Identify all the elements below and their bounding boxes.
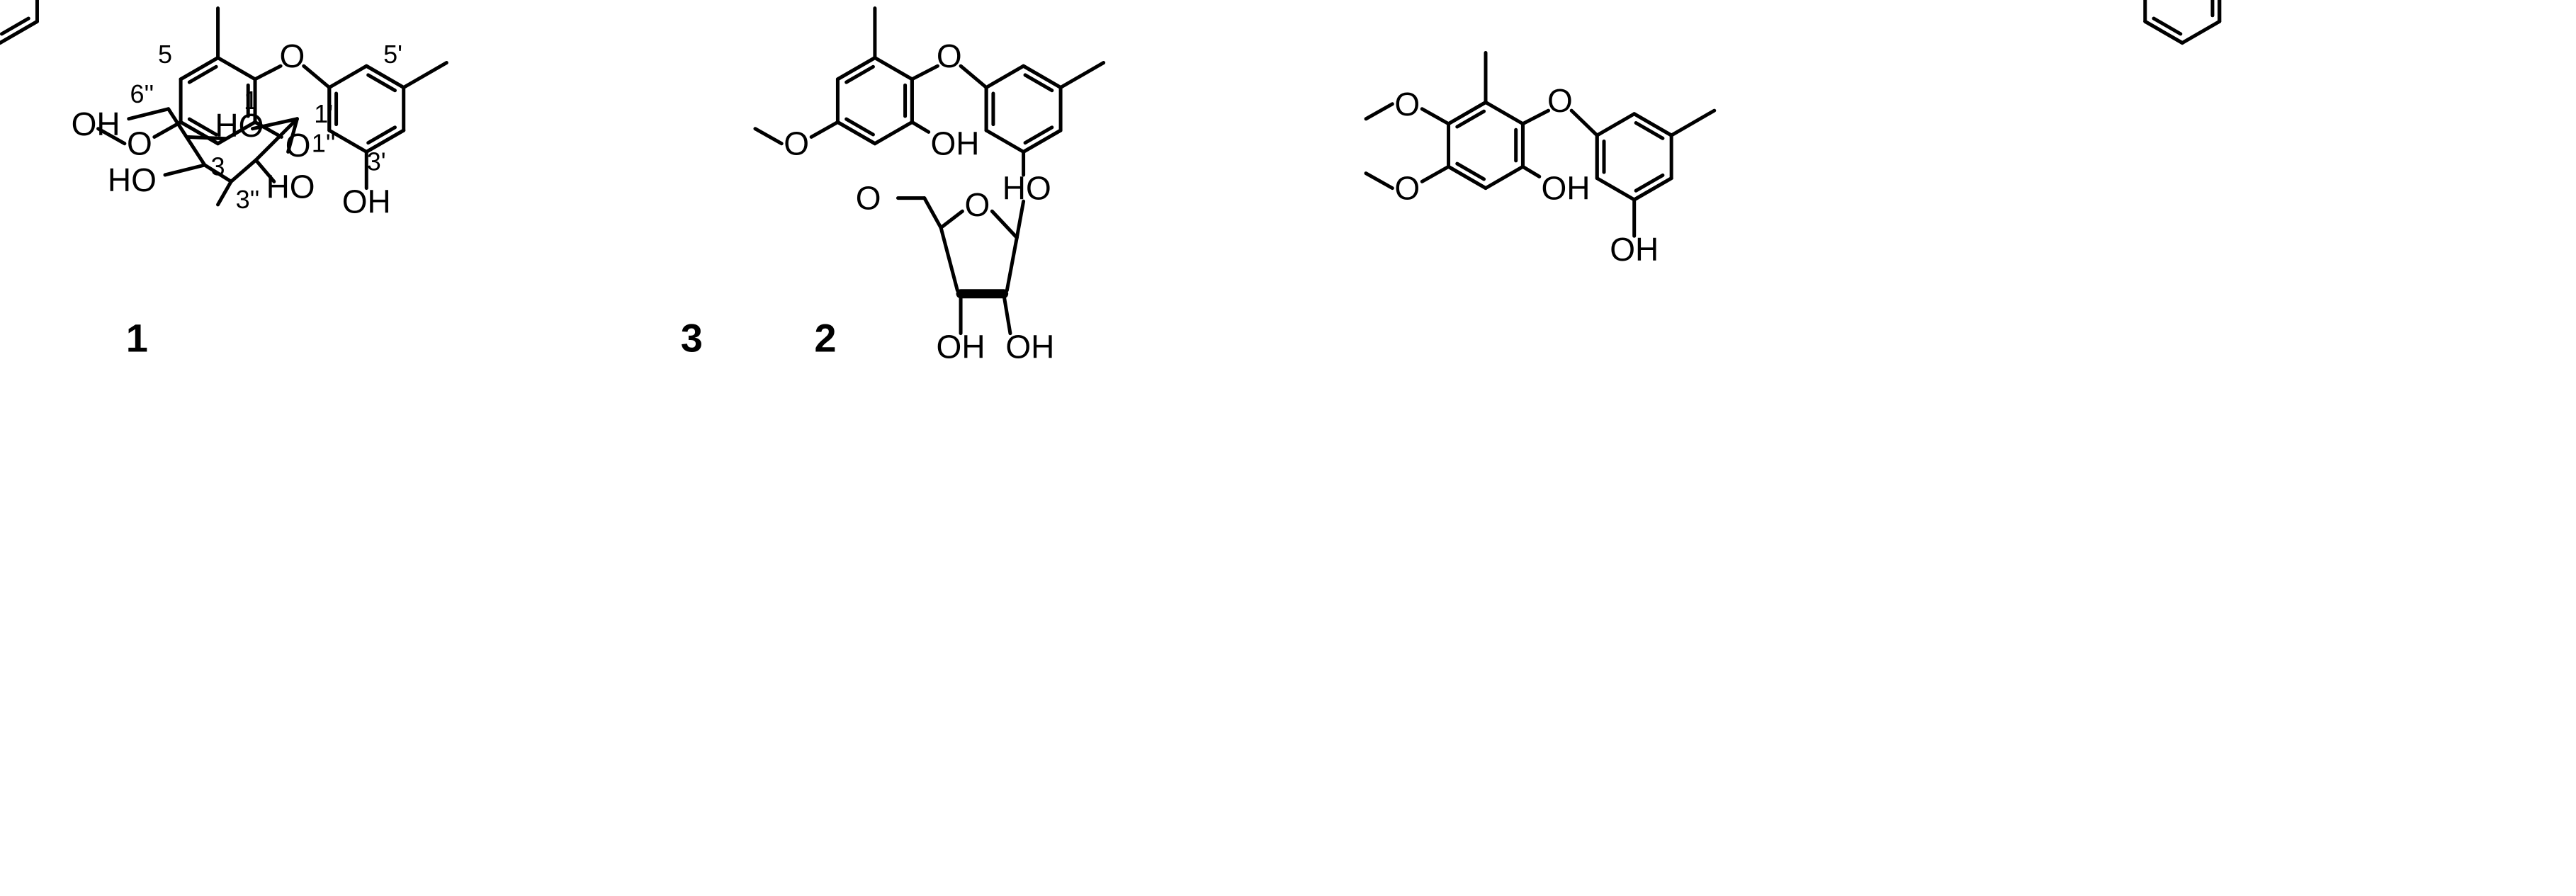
bond xyxy=(2182,21,2219,42)
bond xyxy=(1366,174,1392,188)
atom-label: O xyxy=(1394,86,1420,123)
bond xyxy=(255,66,281,79)
bond xyxy=(986,66,1023,87)
bond xyxy=(329,66,366,87)
bond xyxy=(992,211,1017,237)
bond xyxy=(129,109,169,119)
compound-number: 2 xyxy=(814,316,836,361)
bond xyxy=(1523,110,1548,124)
bond xyxy=(1571,110,1597,135)
bond xyxy=(368,127,395,143)
bond xyxy=(304,66,329,87)
bond xyxy=(1422,166,1448,181)
atom-label: O xyxy=(280,38,305,74)
atom-label: OH xyxy=(1610,231,1659,268)
atom-label: OH xyxy=(937,328,985,365)
bond xyxy=(1025,127,1052,143)
position-label: 5' xyxy=(383,40,402,69)
bond xyxy=(986,130,1023,152)
atom-label: HO xyxy=(266,168,315,205)
position-label: 1'' xyxy=(312,129,336,158)
atom-label: O xyxy=(1394,170,1420,207)
bond xyxy=(1636,175,1663,191)
atom-label: O xyxy=(127,125,152,162)
bond xyxy=(875,58,912,79)
bond xyxy=(1597,114,1634,135)
bond xyxy=(189,119,216,135)
position-label: 3'' xyxy=(236,185,260,214)
position-label: 6'' xyxy=(130,79,154,108)
bond xyxy=(231,160,256,181)
bond xyxy=(847,67,874,82)
bond xyxy=(811,122,837,137)
bond xyxy=(404,63,447,88)
atom-label: HO xyxy=(1002,170,1051,207)
atom-label: OH xyxy=(1005,328,1054,365)
compound-number: 3 xyxy=(681,316,703,361)
atom-label: HO xyxy=(108,161,157,198)
bond xyxy=(941,211,962,227)
atom-label: OH xyxy=(342,183,391,220)
atom-label: O xyxy=(964,186,990,223)
bond xyxy=(1422,109,1448,124)
bond xyxy=(912,66,937,79)
bond xyxy=(1061,63,1104,88)
atom-label: OH xyxy=(72,106,120,142)
bond xyxy=(1486,166,1523,188)
bond xyxy=(1597,178,1634,200)
atom-label: OH xyxy=(1542,170,1591,207)
compound-3: O O O OH OH 3 xyxy=(681,53,1714,361)
bond xyxy=(1007,238,1017,291)
compound-number: 1 xyxy=(126,316,148,361)
bond xyxy=(941,228,957,291)
bond xyxy=(218,58,255,79)
bond xyxy=(1486,102,1523,123)
bond xyxy=(1671,110,1714,135)
compound-4: O xyxy=(0,0,2220,43)
bond xyxy=(1,18,28,34)
bond xyxy=(368,75,395,91)
position-label: 3' xyxy=(367,147,386,176)
atom-label: O xyxy=(1547,82,1573,119)
bond xyxy=(755,129,781,144)
bond xyxy=(1636,123,1663,138)
bond xyxy=(847,119,874,135)
bond xyxy=(1457,111,1484,127)
bond xyxy=(1017,201,1023,237)
bond xyxy=(912,122,928,132)
compound-2: O O OH HO O O OH OH 2 xyxy=(755,8,1104,365)
bond xyxy=(186,137,226,138)
position-label: 1' xyxy=(314,99,333,128)
bond xyxy=(218,181,232,205)
bond xyxy=(189,67,216,82)
bond xyxy=(961,66,986,87)
bond xyxy=(1366,104,1392,119)
bond xyxy=(1523,166,1539,176)
bond xyxy=(165,165,205,175)
bond xyxy=(875,122,912,143)
bond xyxy=(1025,75,1052,91)
bond xyxy=(1457,164,1484,179)
bond xyxy=(1004,294,1010,334)
bond xyxy=(2154,18,2181,34)
bond xyxy=(186,137,205,165)
atom-label: O xyxy=(937,38,962,74)
atom-label: OH xyxy=(930,125,979,162)
atom-label: O xyxy=(856,180,881,217)
atom-label: O xyxy=(784,125,809,162)
bond xyxy=(925,198,941,228)
position-label: 5 xyxy=(158,40,172,69)
